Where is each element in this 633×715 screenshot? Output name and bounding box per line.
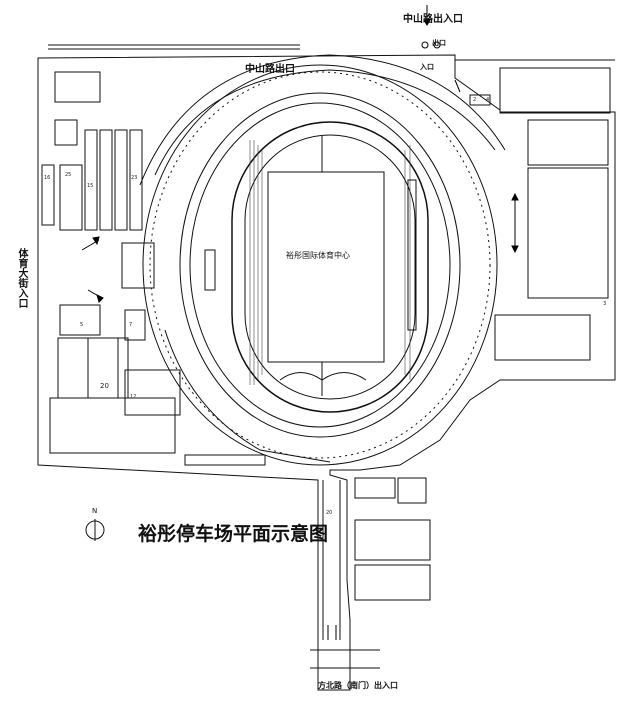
lot-number: 20: [326, 510, 333, 516]
north-arrow-icon: [85, 519, 105, 541]
exit-label: 出口: [432, 39, 446, 47]
lot-number: 3: [603, 301, 607, 307]
building-lower-left: [49, 397, 176, 454]
building-right-top: [499, 67, 611, 114]
venue-name-label: 裕彤国际体育中心: [286, 251, 350, 260]
lot-number: 5: [80, 322, 84, 328]
stadium-outer-ring: [142, 64, 498, 466]
entrance-label: 入口: [420, 63, 434, 71]
tiyu-avenue-entrance-label: 体育大街入口: [16, 248, 27, 308]
lot-number: 20: [100, 382, 109, 390]
lot-number: 15: [87, 183, 94, 189]
title: 裕彤停车场平面示意图: [138, 523, 329, 545]
stadium-bowl: [231, 121, 429, 413]
fangbei-south-gate-label: 方北路（南门）出入口: [318, 681, 398, 690]
lot-number: 16: [44, 175, 51, 181]
lot-number: 25: [65, 172, 72, 178]
lot-number: 4: [486, 97, 490, 103]
zhongshan-exit-entrance-label: 中山路出入口: [403, 14, 463, 25]
zhongshan-exit-label: 中山路出口: [245, 64, 295, 75]
north-marker-label: N: [92, 507, 98, 515]
building-bottom-1: [354, 519, 431, 561]
pitch: [267, 171, 385, 363]
lot-number: 2: [473, 97, 477, 103]
left-parking-rows: [41, 71, 143, 231]
lot-number: 23: [131, 175, 138, 181]
lot-number: 7: [129, 322, 133, 328]
lot-number: 12: [130, 394, 137, 400]
